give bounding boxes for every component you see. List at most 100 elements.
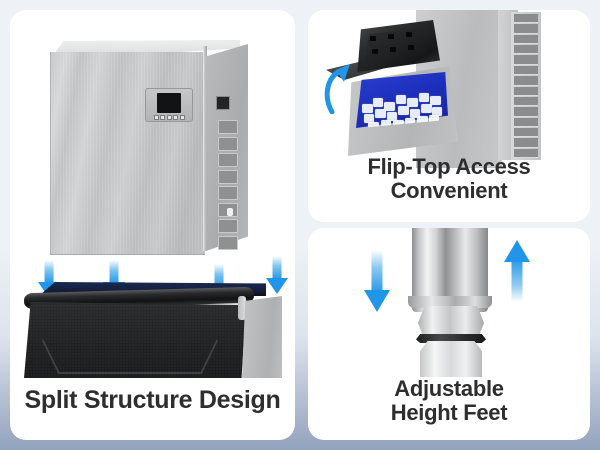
lid-dot: [406, 32, 412, 37]
caption-line: Height Feet: [390, 400, 508, 426]
lower-hex-base: [420, 341, 482, 377]
vent-slat: [514, 55, 538, 65]
caption-line: Flip-Top Access: [367, 153, 531, 179]
ice-storage-bin: [22, 282, 282, 378]
water-inlet-port-icon: [216, 96, 230, 110]
lid-grip-pattern: [368, 32, 422, 58]
control-panel[interactable]: [145, 88, 193, 122]
ice-cube: [407, 98, 418, 107]
arrow-shaft: [44, 260, 54, 284]
vent-slat: [514, 86, 538, 96]
ice-cube: [419, 93, 429, 102]
arrow-head: [266, 278, 288, 294]
vent-slot: [218, 120, 238, 135]
caption-line: Split Structure Design: [24, 386, 281, 414]
vent-slat: [514, 45, 538, 55]
ice-cube: [430, 96, 441, 105]
lid-dot: [388, 34, 394, 39]
flip-top-photo: [308, 10, 590, 168]
bin-side-panel: [242, 296, 282, 378]
vent-slat: [514, 127, 538, 138]
control-button[interactable]: [179, 115, 185, 120]
vent-slat: [514, 107, 538, 117]
caption-split-structure: Split Structure Design: [10, 386, 295, 414]
control-button-row[interactable]: [150, 115, 188, 120]
control-button[interactable]: [160, 115, 165, 120]
arrow-shaft: [371, 250, 383, 294]
vent-slat: [514, 14, 538, 24]
lid-dot: [370, 36, 376, 41]
ice-cube: [410, 109, 420, 118]
up-arrow-icon: [504, 240, 530, 302]
down-arrow-icon: [364, 250, 390, 312]
control-button[interactable]: [173, 115, 178, 120]
control-button[interactable]: [153, 115, 159, 120]
vent-slat: [514, 148, 538, 159]
ice-cube: [432, 107, 442, 116]
ice-cube: [362, 104, 373, 113]
caption-flip-top: Flip-Top Access Convenient: [308, 153, 590, 204]
side-vent-grille: [218, 120, 238, 250]
ice-cube: [421, 104, 432, 113]
lid-recess: [365, 28, 426, 62]
ice-cube: [384, 102, 395, 111]
vent-slat: [514, 65, 538, 76]
vent-slat: [514, 76, 538, 86]
ice-cube: [417, 116, 428, 124]
feature-card-flip-top: Flip-Top Access Convenient: [308, 10, 590, 222]
ice-cube: [387, 112, 397, 121]
ice-cube: [375, 109, 386, 118]
ice-cube: [381, 120, 391, 128]
lcd-display-icon: [157, 93, 181, 113]
arrow-shaft: [511, 258, 523, 302]
ice-machine-head-unit: [40, 40, 248, 255]
caption-line: Adjustable: [394, 375, 504, 401]
caption-adjustable-feet: Adjustable Height Feet: [308, 375, 590, 426]
vent-slat: [514, 138, 538, 148]
vent-slat: [514, 117, 538, 127]
bin-front-panel: [24, 302, 246, 378]
feature-card-adjustable-feet: Adjustable Height Feet: [308, 228, 590, 440]
ice-cube: [398, 106, 409, 115]
feature-card-split-structure: Split Structure Design: [10, 10, 295, 440]
vent-slot: [218, 153, 238, 168]
ice-cube: [368, 122, 379, 128]
machine-front-panel: [50, 52, 205, 255]
ice-cube: [405, 118, 415, 126]
lid-dot: [372, 49, 378, 54]
vent-slat: [514, 24, 538, 34]
machine-edge-seam: [203, 46, 207, 251]
vent-slot: [218, 186, 238, 201]
split-structure-photo: [10, 10, 295, 382]
vent-slat: [514, 34, 538, 45]
ice-cube: [393, 120, 404, 128]
ice-cube: [364, 114, 374, 123]
vent-slat: [514, 96, 538, 107]
caption-line: Convenient: [390, 178, 508, 204]
groove-left: [41, 340, 142, 374]
arrow-shaft: [214, 264, 224, 288]
adjustable-feet-photo: [308, 228, 590, 388]
lid-dot: [390, 47, 396, 52]
ice-cube: [373, 98, 383, 107]
groove-right: [118, 340, 219, 374]
arrow-head: [504, 240, 530, 262]
rubber-band: [416, 334, 486, 343]
ice-cubes: [360, 84, 444, 128]
curved-up-arrow-icon: [324, 64, 350, 114]
flip-top-illustration: [308, 10, 590, 168]
arrow-shaft: [272, 256, 282, 280]
arrow-head: [364, 290, 390, 312]
drain-knob-icon: [227, 208, 233, 216]
background-vent-grille: [511, 12, 541, 160]
vent-slot: [218, 219, 238, 234]
lid-dot: [408, 45, 414, 50]
bin-corner-edge: [238, 296, 246, 320]
ice-cube: [429, 115, 439, 123]
control-button[interactable]: [166, 115, 172, 120]
vent-slot: [218, 235, 238, 250]
bin-handle-groove: [41, 340, 219, 374]
ice-cube: [396, 95, 406, 104]
vent-slot: [218, 169, 238, 184]
leg-shaft-collar: [408, 296, 492, 308]
